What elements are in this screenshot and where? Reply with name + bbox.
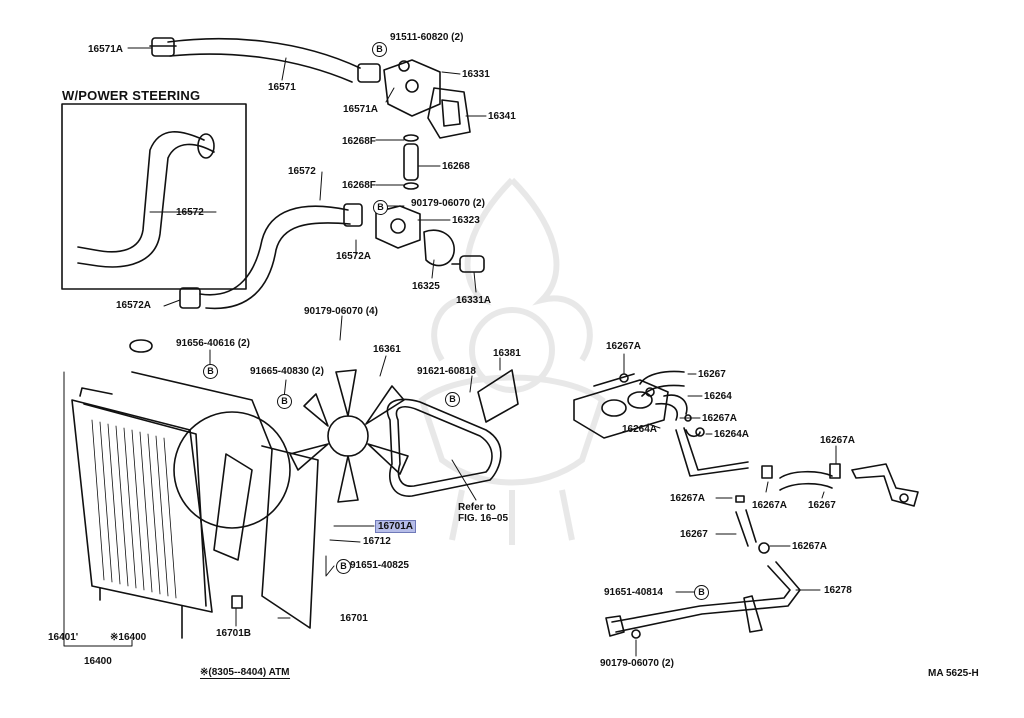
bolt-marker: B xyxy=(372,42,387,57)
bolt-marker: B xyxy=(277,394,292,409)
callout-16712[interactable]: 16712 xyxy=(363,536,391,547)
callout-16341[interactable]: 16341 xyxy=(488,111,516,122)
footnote-atm-range: ※(8305--8404) ATM xyxy=(200,667,290,679)
callout-16264A[interactable]: 16264A xyxy=(622,424,658,435)
refer-note: Refer to xyxy=(458,502,496,513)
callout-91511-60820[interactable]: 91511-60820 (2) xyxy=(390,32,464,43)
callout-16572[interactable]: 16572 xyxy=(288,166,316,177)
callout-16701[interactable]: 16701 xyxy=(340,613,368,624)
callout-16381[interactable]: 16381 xyxy=(493,348,521,359)
fan-shroud-16701 xyxy=(131,371,319,629)
diagram-code: MA 5625-H xyxy=(928,668,979,679)
callout-91651-40825[interactable]: 91651-40825 xyxy=(350,560,409,571)
hose-16267-lower xyxy=(735,509,757,547)
callout-16268F[interactable]: 16268F xyxy=(342,136,376,147)
callout-16571[interactable]: 16571 xyxy=(268,82,296,93)
bracket-16381 xyxy=(477,369,519,423)
callout-16278[interactable]: 16278 xyxy=(824,585,852,596)
callout-16267[interactable]: 16267 xyxy=(698,369,726,380)
inset-box xyxy=(61,103,247,290)
callout-16267A[interactable]: 16267A xyxy=(606,341,642,352)
callout-16331A[interactable]: 16331A xyxy=(456,295,492,306)
bolt-marker: B xyxy=(694,585,709,600)
callout-90179-06070[interactable]: 90179-06070 (2) xyxy=(600,658,674,669)
upper-hose-16571 xyxy=(167,37,361,83)
lower-hose-16572 xyxy=(199,205,351,310)
callout-16572-inset[interactable]: 16572 xyxy=(176,207,204,218)
callout-16267[interactable]: 16267 xyxy=(680,529,708,540)
cooling-fan-16361 xyxy=(289,369,409,503)
hose-16264 xyxy=(655,394,688,421)
callout-16400[interactable]: 16400 xyxy=(84,656,112,667)
callout-91665-40830[interactable]: 91665-40830 (2) xyxy=(250,366,324,377)
callout-16323[interactable]: 16323 xyxy=(452,215,480,226)
inset-title: W/POWER STEERING xyxy=(62,88,201,103)
callout-16571A[interactable]: 16571A xyxy=(88,44,124,55)
callout-16572A[interactable]: 16572A xyxy=(116,300,152,311)
watermark-helmet-icon xyxy=(418,177,606,545)
bolt-marker: B xyxy=(203,364,218,379)
valve-bracket xyxy=(851,463,919,507)
callout-16264A[interactable]: 16264A xyxy=(714,429,750,440)
callout-16267A[interactable]: 16267A xyxy=(792,541,828,552)
bypass-pipe-16268 xyxy=(403,143,419,181)
callout-16571A[interactable]: 16571A xyxy=(343,104,379,115)
inset-hose xyxy=(77,131,215,268)
callout-16701B[interactable]: 16701B xyxy=(216,628,252,639)
callout-16268[interactable]: 16268 xyxy=(442,161,470,172)
callout-16331[interactable]: 16331 xyxy=(462,69,490,80)
callout-16268F[interactable]: 16268F xyxy=(342,180,376,191)
callout-16267A[interactable]: 16267A xyxy=(670,493,706,504)
callout-91621-60818[interactable]: 91621-60818 xyxy=(417,366,476,377)
gasket-16341 xyxy=(427,87,471,139)
callout-16361[interactable]: 16361 xyxy=(373,344,401,355)
pipe-16264A xyxy=(675,427,749,477)
callout-16267A[interactable]: 16267A xyxy=(752,500,788,511)
radiator-16400 xyxy=(71,399,213,613)
refer-note: FIG. 16–05 xyxy=(458,513,509,524)
callout-16267[interactable]: 16267 xyxy=(808,500,836,511)
thermostat-16331A xyxy=(459,255,485,273)
callout-90179-06070[interactable]: 90179-06070 (4) xyxy=(304,306,378,317)
hose-16267-right xyxy=(779,470,833,491)
callout-16325[interactable]: 16325 xyxy=(412,281,440,292)
bolt-marker: B xyxy=(373,200,388,215)
bolt-marker: B xyxy=(445,392,460,407)
callout-16401[interactable]: 16401' xyxy=(48,632,79,643)
carb-flange xyxy=(573,379,669,439)
callout-16267A[interactable]: 16267A xyxy=(820,435,856,446)
pipe-16278 xyxy=(611,561,801,633)
callout-16264[interactable]: 16264 xyxy=(704,391,732,402)
callout-16701A-highlighted[interactable]: 16701A xyxy=(375,520,417,533)
hose-16267 xyxy=(639,370,685,397)
v-belt xyxy=(386,398,502,497)
callout-90179-06070[interactable]: 90179-06070 (2) xyxy=(411,198,485,209)
callout-16267A[interactable]: 16267A xyxy=(702,413,738,424)
callout-16572A[interactable]: 16572A xyxy=(336,251,372,262)
callout-91651-40814[interactable]: 91651-40814 xyxy=(604,587,663,598)
callout-16400-atm[interactable]: ※16400 xyxy=(110,632,147,643)
water-outlet-16331 xyxy=(383,59,441,117)
bolt-marker: B xyxy=(336,559,351,574)
callout-91656-40616[interactable]: 91656-40616 (2) xyxy=(176,338,250,349)
